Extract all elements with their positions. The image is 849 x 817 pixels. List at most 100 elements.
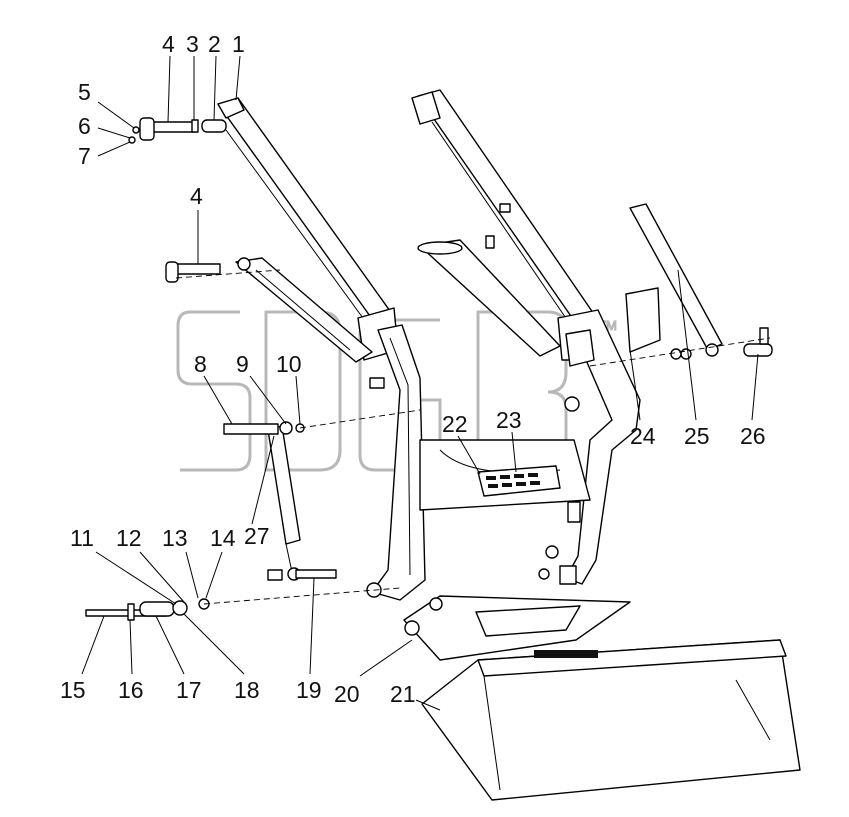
right-upright-slot <box>565 329 595 367</box>
callout-1: 1 <box>232 31 245 57</box>
callout-4-top: 4 <box>162 31 175 57</box>
callout-19: 19 <box>296 677 322 703</box>
leader-10 <box>295 375 301 425</box>
bucket-body <box>421 639 801 801</box>
top-pin-set <box>128 117 227 144</box>
bolt-5 <box>132 126 140 134</box>
callout-13: 13 <box>162 525 188 551</box>
bucket-side-edge <box>735 679 771 741</box>
callout-7: 7 <box>78 143 91 169</box>
attach-frame-window <box>475 605 581 637</box>
bushing-2 <box>201 119 227 133</box>
callout-21: 21 <box>390 681 416 707</box>
pin-4-top-plate <box>139 117 155 141</box>
leader-11 <box>95 551 177 605</box>
leader-4-top <box>167 55 171 123</box>
bucket-inner-edge <box>483 675 501 791</box>
leader-1 <box>235 55 241 101</box>
callout-12: 12 <box>116 525 142 551</box>
left-link-edge <box>255 269 351 351</box>
callout-6: 6 <box>78 113 91 139</box>
leader-21 <box>415 699 441 711</box>
alignment-lines <box>175 269 771 605</box>
callout-18: 18 <box>234 677 260 703</box>
callout-8: 8 <box>194 351 207 377</box>
leader-9 <box>249 375 287 425</box>
fitting-block <box>559 565 577 585</box>
callout-3: 3 <box>186 31 199 57</box>
leader-15 <box>81 615 105 675</box>
step-plate-slots <box>486 473 540 488</box>
leader-19 <box>309 577 315 675</box>
cylinder-body <box>267 425 301 545</box>
left-arm-edge-line <box>225 129 369 326</box>
left-upright <box>366 324 426 601</box>
cross-member <box>419 439 591 511</box>
pin-19-set <box>267 569 337 581</box>
bushing-17 <box>139 601 175 617</box>
align-line-bottom-pin <box>203 587 401 605</box>
washer-25a <box>670 348 682 360</box>
leader-25 <box>677 269 697 421</box>
callout-24: 24 <box>630 423 656 449</box>
callout-16: 16 <box>118 677 144 703</box>
fitting-mid <box>545 545 559 559</box>
right-link-pin <box>417 241 463 255</box>
callout-labels: 1 2 3 4 5 6 7 4 8 9 10 22 23 24 25 26 27… <box>60 31 766 707</box>
callout-26: 26 <box>740 423 766 449</box>
leader-26 <box>751 353 759 421</box>
callout-17: 17 <box>176 677 202 703</box>
callout-20: 20 <box>334 681 360 707</box>
pin-8 <box>223 423 279 435</box>
right-quick-attach-plate <box>625 287 661 353</box>
leader-20 <box>359 639 413 677</box>
pin-4-mid-plate <box>165 261 179 283</box>
hydraulic-cylinder <box>223 421 305 581</box>
callout-27: 27 <box>244 523 270 549</box>
leader-24 <box>629 349 641 421</box>
leader-23 <box>511 431 517 473</box>
cylinder-rod <box>285 543 293 573</box>
leader-12 <box>139 551 185 603</box>
callout-14: 14 <box>210 525 236 551</box>
leader-6 <box>97 127 131 139</box>
fitting-low <box>538 568 550 580</box>
leader-lines <box>81 55 759 711</box>
watermark-letter-s <box>176 310 252 472</box>
left-link-eye <box>237 257 251 271</box>
bottom-right-fittings <box>538 501 581 585</box>
leader-7 <box>97 141 131 157</box>
left-upright-body <box>371 324 426 601</box>
washer-6 <box>128 136 136 144</box>
right-arm-clip-lower <box>485 235 495 249</box>
leader-22 <box>457 435 481 475</box>
callout-5: 5 <box>78 79 91 105</box>
step-plate <box>477 465 561 497</box>
leader-16 <box>129 619 133 675</box>
attach-frame-pin-upper <box>429 597 443 611</box>
callout-2: 2 <box>208 31 221 57</box>
left-upright-tab <box>369 377 385 389</box>
leader-18 <box>183 613 245 675</box>
callout-22: 22 <box>442 411 468 437</box>
leader-2 <box>213 55 217 121</box>
pin-19 <box>295 569 337 579</box>
align-line-right-pin <box>589 337 771 367</box>
left-arm-top-end <box>217 97 245 119</box>
leader-17 <box>155 615 185 675</box>
left-link-beam <box>235 257 373 363</box>
leader-5 <box>97 101 135 129</box>
watermark-letter-d <box>264 310 342 472</box>
callout-11: 11 <box>70 525 94 551</box>
fitting-upper <box>567 501 581 523</box>
leader-13 <box>185 551 199 599</box>
callout-15: 15 <box>60 677 86 703</box>
washer-18 <box>172 600 188 616</box>
bucket-top-lip <box>477 639 787 677</box>
left-upright-inner-line <box>389 337 411 576</box>
callout-4-mid: 4 <box>190 183 203 209</box>
pin-19-head <box>267 569 283 581</box>
pin-26-head <box>759 327 769 345</box>
bucket <box>421 639 801 801</box>
